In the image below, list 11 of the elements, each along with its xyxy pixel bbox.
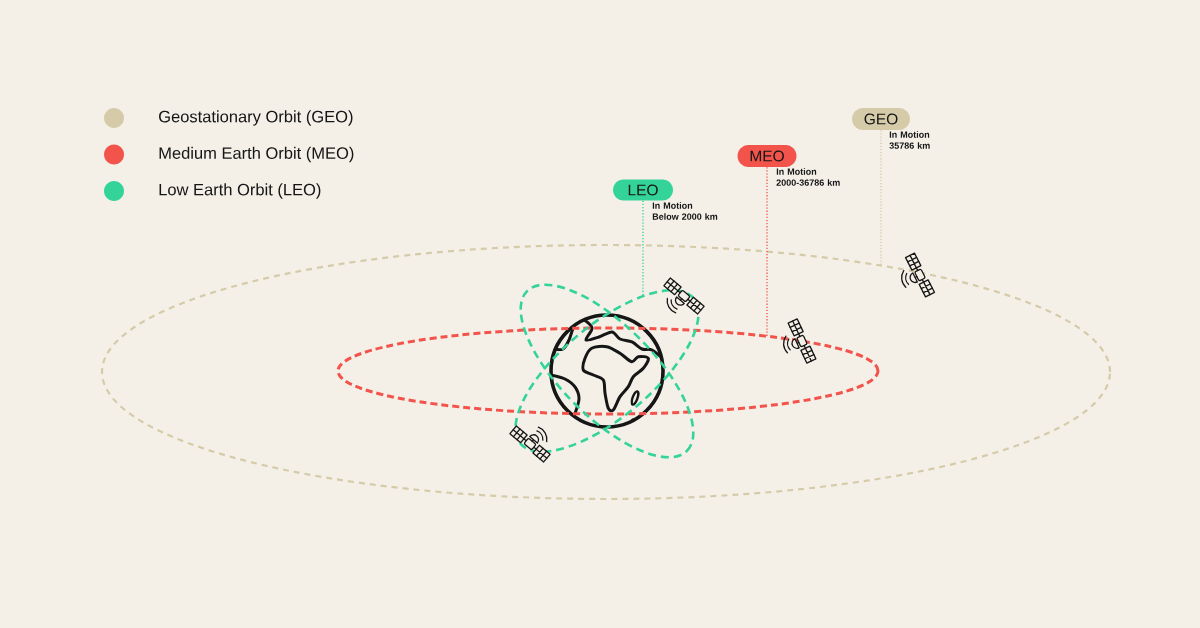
orbit-ellipse	[100, 243, 1112, 501]
altitude-note: In Motion 2000-36786 km	[776, 168, 840, 186]
orbit-ellipse	[336, 326, 880, 416]
leader-line	[766, 166, 768, 338]
legend-text: Low Earth Orbit (LEO)	[159, 183, 321, 199]
altitude-note: In Motion Below 2000 km	[652, 202, 718, 220]
altitude-note: In Motion 35786 km	[889, 131, 930, 149]
legend-text: Geostationary Orbit (GEO)	[159, 110, 353, 126]
legend-text: Medium Earth Orbit (MEO)	[159, 146, 354, 163]
pill-label: LEO	[613, 179, 673, 201]
leader-line	[642, 200, 644, 297]
